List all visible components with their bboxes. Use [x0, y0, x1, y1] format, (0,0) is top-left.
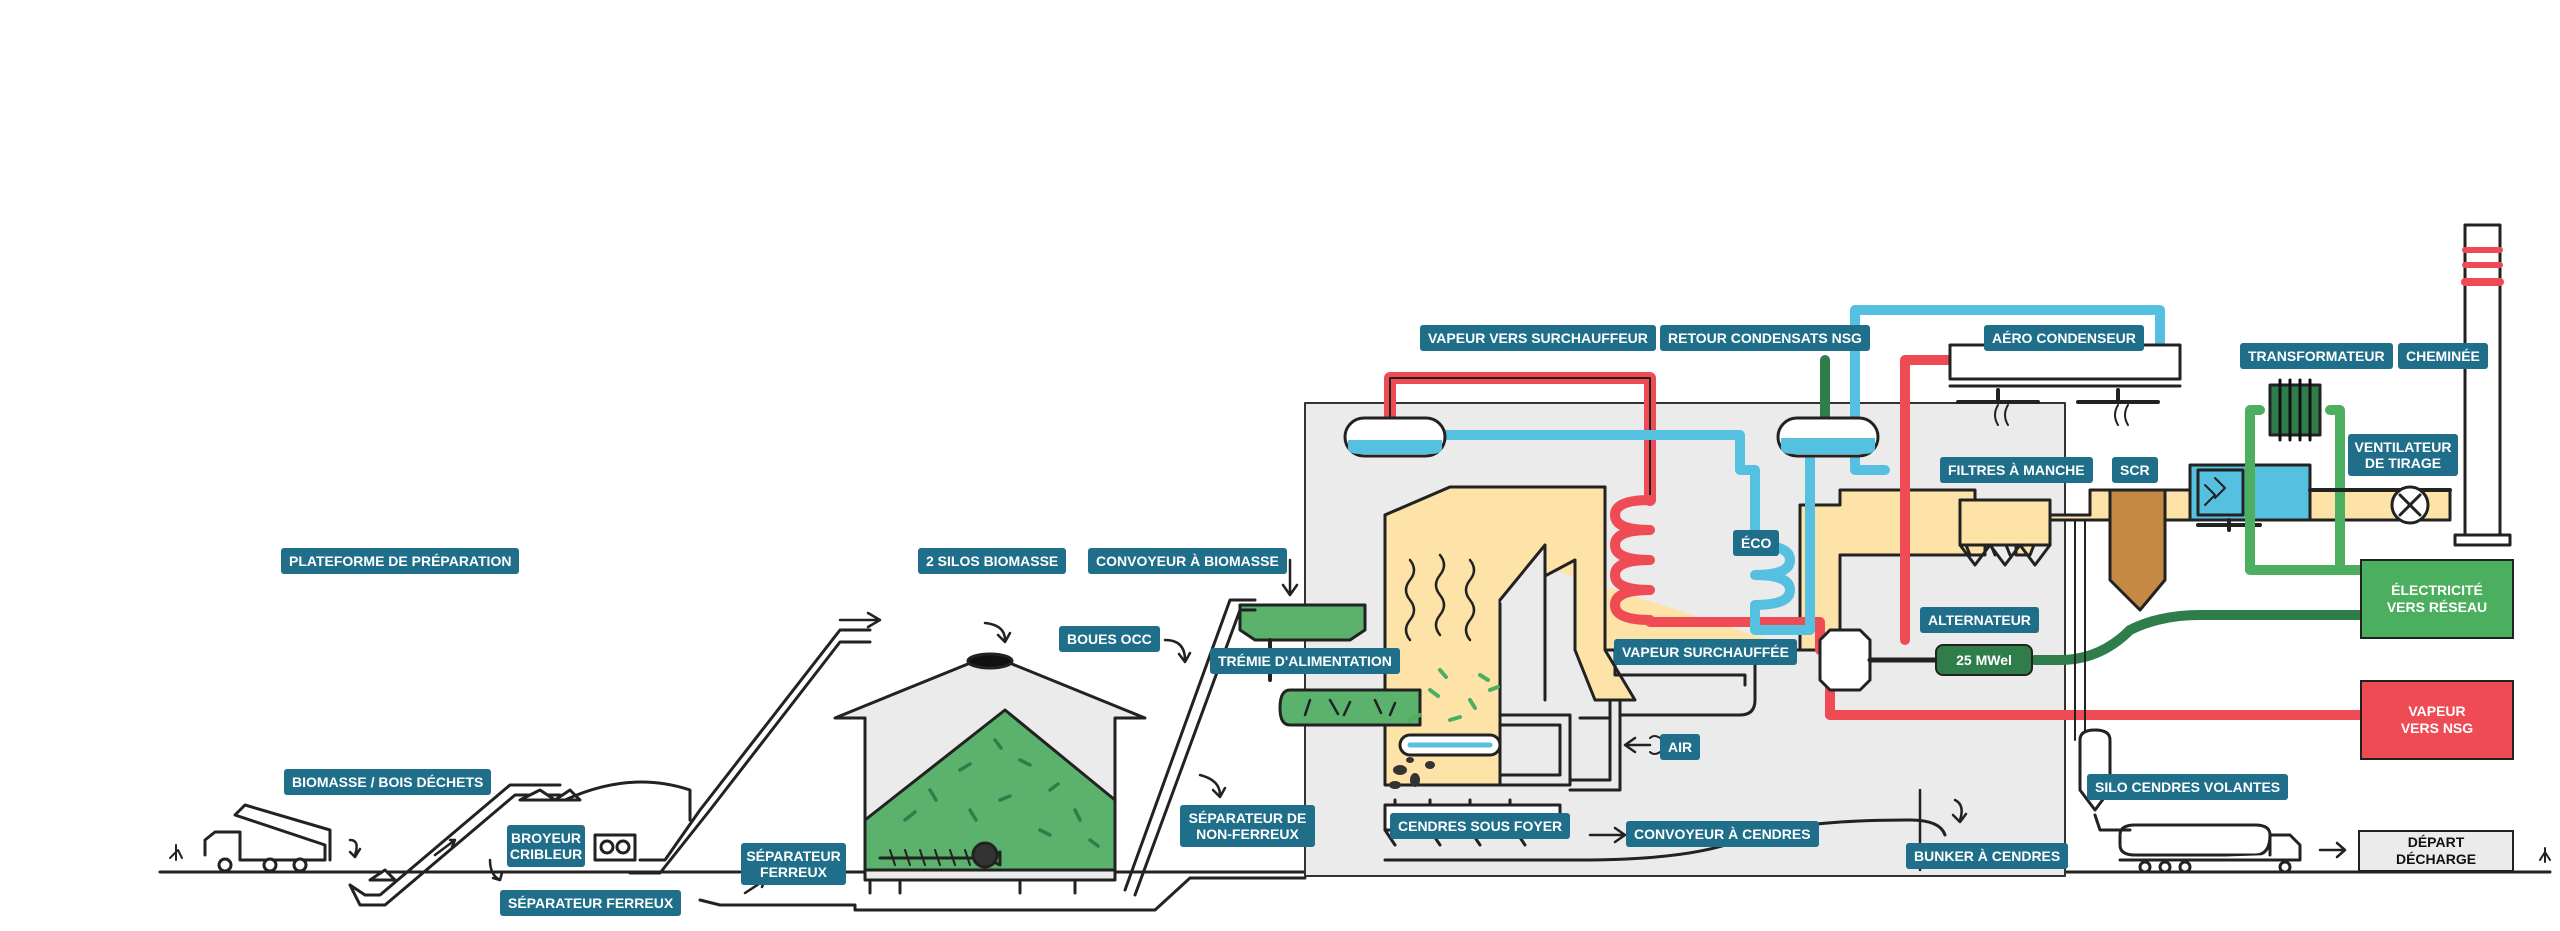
label-eco: ÉCO	[1733, 530, 1780, 556]
chimney	[2463, 223, 2502, 537]
label-silos: 2 SILOS BIOMASSE	[918, 548, 1067, 574]
label-separateur-ferreux: SÉPARATEUR FERREUX	[741, 843, 846, 885]
badge-25mwel: 25 MWel	[1935, 644, 2033, 676]
power-line-green	[2030, 610, 2370, 665]
scr-reactor	[2108, 488, 2167, 612]
transformer	[2268, 383, 2322, 437]
ash-truck	[2118, 823, 2272, 857]
screw-feeder	[1278, 688, 1422, 727]
label-scr: SCR	[2112, 457, 2158, 483]
label-vapeur-surchauffee: VAPEUR SURCHAUFFÉE	[1614, 639, 1797, 665]
truck	[203, 803, 332, 862]
label-ventilateur: VENTILATEUR DE TIRAGE	[2348, 434, 2458, 476]
label-air: AIR	[1660, 734, 1701, 760]
label-retour-condensats: RETOUR CONDENSATS NSG	[1660, 325, 1870, 351]
label-alternateur: ALTERNATEUR	[1920, 607, 2039, 633]
box-depart: DÉPART DÉCHARGE	[2358, 830, 2514, 872]
label-separateur-ferreux-bas: SÉPARATEUR FERREUX	[500, 890, 682, 916]
label-bunker: BUNKER À CENDRES	[1906, 843, 2069, 869]
conveyor-biomasse	[1123, 598, 1257, 897]
label-separateur-nonferreux: SÉPARATEUR DE NON-FERREUX	[1180, 805, 1315, 847]
label-cendres-foyer: CENDRES SOUS FOYER	[1390, 813, 1571, 839]
label-cheminee: CHEMINÉE	[2398, 343, 2488, 369]
label-convoyeur-biomasse: CONVOYEUR À BIOMASSE	[1088, 548, 1287, 574]
grid-line-green	[2245, 405, 2370, 575]
superheater-coil	[1610, 495, 2370, 720]
feed-hopper-green	[1238, 603, 1367, 642]
box-vapeur-nsg: VAPEUR VERS NSG	[2360, 680, 2514, 760]
label-broyeur: BROYEUR CRIBLEUR	[507, 825, 585, 867]
label-transformateur: TRANSFORMATEUR	[2240, 343, 2393, 369]
label-convoyeur-cendres: CONVOYEUR À CENDRES	[1626, 821, 1819, 847]
label-silo-cendres: SILO CENDRES VOLANTES	[2087, 774, 2289, 800]
label-filtres: FILTRES À MANCHE	[1940, 457, 2093, 483]
box-electricite: ÉLECTRICITÉ VERS RÉSEAU	[2360, 559, 2514, 639]
label-vapeur-surchauffeur: VAPEUR VERS SURCHAUFFEUR	[1420, 325, 1656, 351]
label-tremie: TRÉMIE D'ALIMENTATION	[1210, 648, 1400, 674]
steam-turbine	[1818, 628, 1872, 692]
label-boues: BOUES OCC	[1059, 626, 1160, 652]
label-plateforme: PLATEFORME DE PRÉPARATION	[281, 548, 520, 574]
label-aero: AÉRO CONDENSEUR	[1984, 325, 2144, 351]
furnace	[1383, 485, 1637, 787]
label-biomasse-bois: BIOMASSE / BOIS DÉCHETS	[284, 769, 492, 795]
